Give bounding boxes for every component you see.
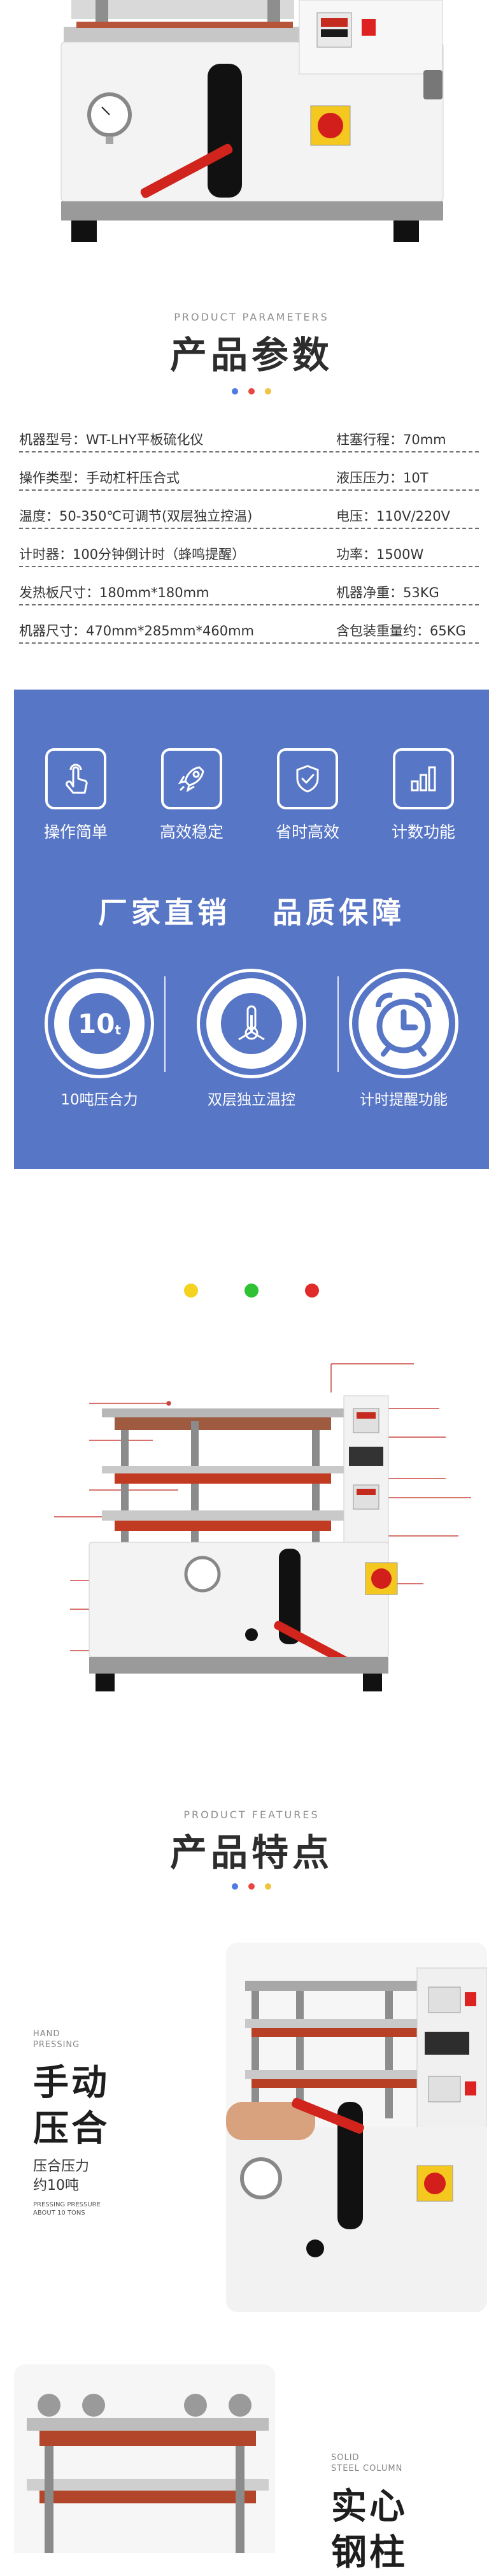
param-row: 计时器：100分钟倒计时（蜂鸣提醒） 功率：1500W: [19, 537, 479, 567]
thermometer-icon: [206, 978, 297, 1069]
feature-label: 省时高效: [275, 823, 339, 841]
feature-cn-title: 压合: [33, 2108, 110, 2150]
press-machine-illustration: [60, 0, 444, 242]
alarm-clock-icon: [358, 978, 449, 1069]
features-cn-title: 产品特点: [169, 1831, 333, 1874]
dot-red: [305, 1284, 320, 1298]
feature2-photo: [14, 2364, 275, 2553]
param-row: 机器型号：WT-LHY平板硫化仪 柱塞行程：70mm: [19, 422, 479, 452]
param-right: 电压：110V/220V: [336, 509, 450, 524]
bar-chart-icon: [393, 748, 454, 809]
feature-hand-pressing: HAND PRESSING 手动 压合 压合压力 约10吨 PRESSING P…: [33, 2029, 224, 2217]
divider: [337, 976, 339, 1072]
machine-diagram: [0, 1351, 503, 1708]
hand-pointer-icon: [45, 748, 106, 809]
params-en-title: PRODUCT PARAMETERS: [174, 311, 329, 323]
dot-blue: [232, 1883, 238, 1890]
param-row: 发热板尺寸：180mm*180mm 机器净重：53KG: [19, 575, 479, 605]
circle-label: 10吨压合力: [60, 1092, 138, 1108]
param-right: 液压压力：10T: [336, 470, 429, 486]
feature-desc: 约10吨: [33, 2178, 79, 2194]
feature-steel-column: SOLID STEEL COLUMN 实心 钢柱: [331, 2452, 497, 2576]
annotated-machine-diagram: [54, 1363, 471, 1691]
features-en-title: PRODUCT FEATURES: [183, 1809, 320, 1821]
ten-ton-number: 10: [77, 1008, 115, 1039]
feature-en-title: HAND: [33, 2029, 60, 2039]
param-left: 计时器：100分钟倒计时（蜂鸣提醒）: [19, 547, 246, 562]
feature-desc: 压合压力: [33, 2159, 90, 2174]
features-dots: [0, 1880, 503, 1892]
param-left: 机器尺寸：470mm*285mm*460mm: [19, 623, 254, 639]
diagram-dots: [0, 1284, 503, 1300]
feature-en-desc: ABOUT 10 TONS: [33, 2210, 85, 2217]
hand-pressing-photo: [226, 1943, 487, 2312]
dot-green: [244, 1284, 259, 1298]
feature-cn-title: 实心: [331, 2486, 407, 2528]
shield-check-icon: [277, 748, 338, 809]
feature-easy-operation: 操作简单: [28, 748, 124, 843]
param-row: 温度：50-350℃可调节(双层独立控温) 电压：110V/220V: [19, 498, 479, 529]
steel-column-photo: [14, 2364, 275, 2553]
ten-ton-unit: t: [115, 1022, 121, 1038]
feature-timer-alarm: 计时提醒功能: [340, 969, 467, 1109]
params-dots: [0, 385, 503, 397]
feature-label: 操作简单: [43, 823, 108, 841]
feature1-photo: [226, 1943, 487, 2312]
rocket-icon: [161, 748, 222, 809]
feature-en-title: SOLID: [331, 2453, 360, 2463]
feature-cn-title: 手动: [33, 2062, 110, 2104]
param-right: 柱塞行程：70mm: [336, 432, 446, 447]
feature-dual-temp: 双层独立温控: [188, 969, 315, 1109]
param-left: 机器型号：WT-LHY平板硫化仪: [19, 432, 204, 447]
dot-blue: [232, 388, 238, 394]
feature-en-desc: PRESSING PRESSURE: [33, 2201, 101, 2208]
banner-slogan: 厂家直销 品质保障: [97, 895, 406, 930]
dot-red: [248, 388, 255, 394]
product-photo-top: [0, 0, 503, 268]
param-left: 操作类型：手动杠杆压合式: [19, 470, 180, 486]
feature-label: 计数功能: [391, 823, 455, 841]
circle-label: 双层独立温控: [208, 1092, 295, 1108]
dot-yellow: [183, 1284, 198, 1298]
circle-label: 计时提醒功能: [360, 1092, 448, 1108]
param-left: 温度：50-350℃可调节(双层独立控温): [19, 509, 253, 524]
param-row: 操作类型：手动杠杆压合式 液压压力：10T: [19, 460, 479, 491]
param-right: 功率：1500W: [336, 547, 424, 562]
dot-yellow: [265, 388, 271, 394]
feature-en-title: STEEL COLUMN: [331, 2464, 403, 2473]
divider: [164, 976, 166, 1072]
dot-red: [248, 1883, 255, 1890]
param-right: 含包装重量约：65KG: [336, 623, 466, 639]
feature-stable: 高效稳定: [144, 748, 239, 843]
dot-yellow: [265, 1883, 271, 1890]
param-row: 机器尺寸：470mm*285mm*460mm 含包装重量约：65KG: [19, 613, 479, 644]
param-left: 发热板尺寸：180mm*180mm: [19, 585, 209, 600]
feature-time-saving: 省时高效: [260, 748, 355, 843]
feature-counting: 计数功能: [376, 748, 471, 843]
feature-cn-title: 钢柱: [331, 2532, 407, 2573]
feature-label: 高效稳定: [159, 823, 223, 841]
feature-en-title: PRESSING: [33, 2040, 80, 2050]
param-right: 机器净重：53KG: [336, 585, 439, 600]
params-cn-title: 产品参数: [169, 333, 333, 377]
